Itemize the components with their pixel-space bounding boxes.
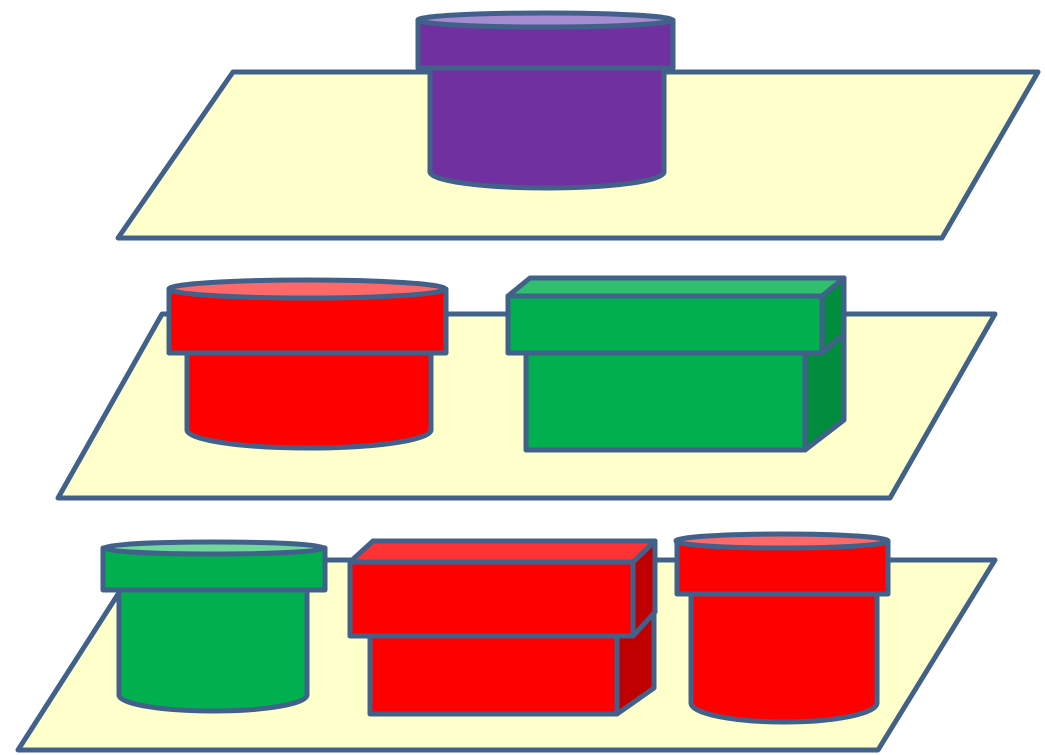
red-box-lid-front — [347, 559, 636, 639]
purple-cylinder-box — [415, 10, 676, 191]
green-box-lid-top — [505, 275, 847, 299]
red-cylinder-lid-top — [166, 277, 448, 301]
purple-cylinder-lid-top — [415, 10, 675, 30]
red-cylinder-box-bottom — [673, 531, 891, 725]
red-cylinder-box-middle — [166, 277, 449, 451]
green-box-lid-front — [505, 293, 825, 356]
red-rect-box — [347, 538, 658, 717]
green-cylinder-box — [100, 539, 328, 714]
red-cylinder-lid-top-bottom — [673, 531, 891, 551]
red-box-body-front — [367, 633, 620, 717]
green-rect-box — [505, 275, 847, 453]
purple-cylinder-body — [427, 65, 667, 191]
green-cylinder-body — [116, 587, 310, 714]
red-cylinder-body — [184, 350, 434, 451]
green-box-body-front — [523, 350, 808, 453]
red-box-lid-top — [347, 538, 658, 565]
red-cylinder-body-bottom — [688, 591, 880, 725]
green-cylinder-lid-top — [100, 539, 328, 557]
